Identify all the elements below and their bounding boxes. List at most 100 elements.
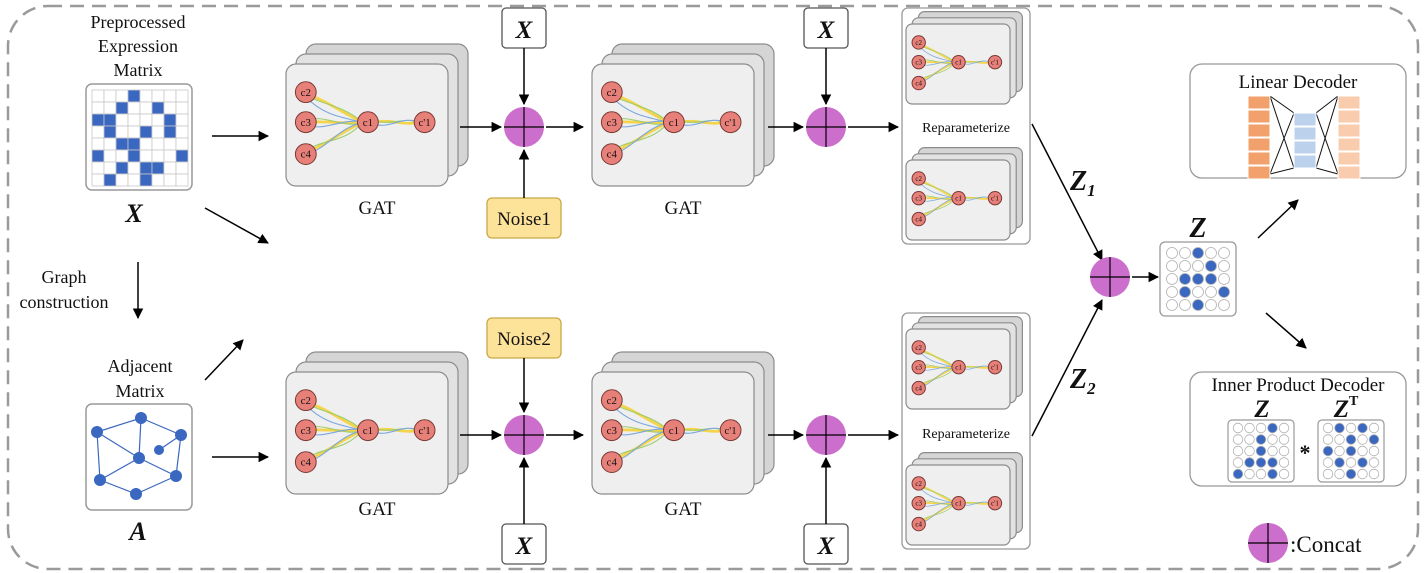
grid-dot (1322, 468, 1334, 480)
grid-dot (1278, 422, 1290, 434)
gat-node (600, 143, 623, 165)
gat-node (413, 111, 436, 134)
grid-dot-filled (1334, 457, 1345, 468)
expr-cell-filled (115, 137, 129, 151)
decoder-hidden-unit (1293, 126, 1317, 141)
gat-node (911, 359, 926, 375)
x-symbol: X (124, 199, 143, 228)
grid-dot-filled (1345, 468, 1357, 480)
inner-decoder-title: Inner Product Decoder (1211, 375, 1385, 396)
decoder-connection (1269, 112, 1295, 175)
z-matrix-grid (1166, 247, 1230, 311)
expr-cell (139, 137, 153, 151)
grid-dot (1205, 286, 1217, 298)
grid-dot (1368, 422, 1380, 434)
decoder-input-unit (1247, 95, 1271, 110)
expr-cell (175, 173, 189, 187)
grid-dot (1368, 468, 1380, 480)
grid-dot (1357, 434, 1368, 445)
expr-cell (91, 101, 105, 115)
gat-label: GAT (665, 499, 702, 520)
expr-cell (151, 113, 165, 127)
grid-dot (1192, 286, 1204, 298)
concat-node-lower-2 (806, 415, 846, 455)
decoder-input-unit (1247, 165, 1271, 180)
z2-arrow (1031, 299, 1103, 437)
gat-node-label: c2 (915, 39, 922, 47)
a-symbol: A (127, 517, 146, 546)
inner-z-label: Z (1253, 396, 1269, 423)
graph-construction-line-2: construction (20, 292, 109, 312)
z-to-linear-arrow (1257, 199, 1299, 239)
gat-node (987, 54, 1003, 70)
gat-node (663, 419, 685, 442)
gat-node (294, 143, 317, 165)
x-to-lower-arrow (204, 207, 269, 244)
grid-dot (1267, 434, 1278, 445)
grid-dot (1218, 273, 1230, 285)
grid-dot (1345, 422, 1357, 434)
expr-cell-filled (163, 113, 177, 127)
inner-zt-label: ZT (1333, 394, 1359, 423)
grid-dot (1255, 468, 1267, 480)
gat-node-label: c1 (955, 499, 962, 507)
grid-dot-filled (1267, 457, 1278, 468)
adj-title-line-2: Matrix (116, 381, 165, 401)
gat-node (600, 81, 623, 104)
grid-dot (1205, 247, 1217, 259)
grid-dot (1278, 457, 1290, 468)
decoder-connection (1315, 95, 1339, 169)
z-symbol: Z (1188, 213, 1206, 244)
decoder-connection (1315, 112, 1339, 175)
grid-dot (1267, 445, 1278, 457)
expr-cell (103, 149, 117, 163)
gat-node (911, 476, 926, 491)
decoder-connection (1315, 167, 1339, 175)
expr-cell-filled (103, 125, 117, 139)
x-input-top-1-label: X (515, 17, 534, 44)
grid-dot-filled (1267, 422, 1278, 434)
gat-node-label: c'1 (724, 117, 736, 129)
grid-dot-filled (1345, 434, 1357, 445)
grid-dot-filled (1205, 260, 1217, 272)
gat-node (911, 171, 926, 186)
expr-cell (163, 101, 177, 115)
gat-node-label: c1 (669, 425, 679, 437)
concat-node-lower-1 (504, 415, 544, 455)
gat-node (911, 380, 926, 396)
z1-arrow (1031, 123, 1103, 261)
grid-dot (1357, 445, 1368, 457)
expr-cell-filled (151, 101, 165, 115)
gat-node (600, 419, 623, 442)
expr-cell (163, 137, 177, 151)
grid-dot (1218, 247, 1230, 259)
gat-node-label: c3 (915, 194, 922, 202)
expr-cell (175, 89, 189, 103)
upper-branch-joins: X Noise1 X (460, 7, 900, 239)
inner-product-decoder: Inner Product Decoder Z ZT * (1189, 371, 1407, 487)
gat-node-label: c4 (607, 149, 618, 161)
z-to-inner-arrow (1265, 312, 1307, 349)
grid-dot-filled (1368, 434, 1380, 445)
gat-node (294, 389, 317, 412)
gat-node (719, 419, 742, 442)
inner-zt-grid (1322, 422, 1380, 480)
graph-construction-line-1: Graph (42, 267, 87, 287)
input-column: Preprocessed Expression Matrix X Graph c… (20, 12, 270, 546)
grid-dot (1334, 434, 1345, 445)
gat-node-label: c4 (607, 457, 618, 469)
grid-dot-filled (1192, 273, 1204, 285)
matrix-title-line-3: Matrix (114, 60, 163, 80)
expr-cell-filled (139, 125, 153, 139)
gat-node-label: c4 (915, 520, 922, 528)
concat-node-upper-1 (504, 107, 544, 147)
expr-cell-filled (139, 161, 153, 175)
expr-cell-filled (127, 89, 141, 103)
expr-cell (163, 149, 177, 163)
grid-dot (1192, 260, 1204, 272)
decoder-input-unit (1247, 123, 1271, 138)
